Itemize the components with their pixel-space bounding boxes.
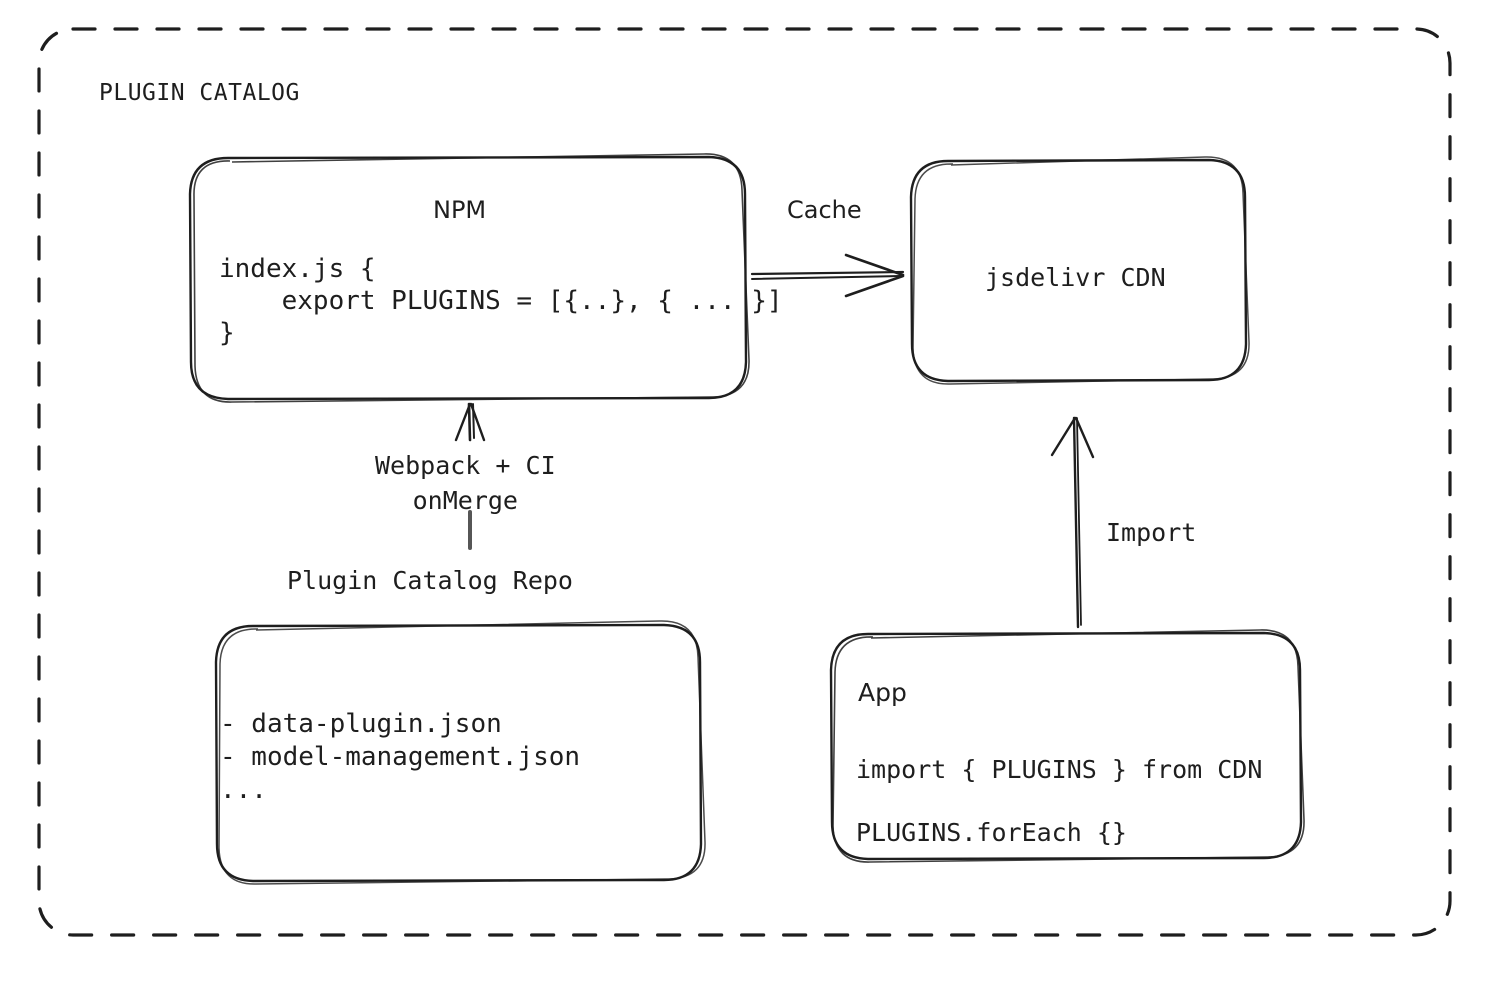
edge-build-label: Webpack + CI onMerge — [375, 451, 556, 515]
edge-cache-label: Cache — [787, 196, 862, 224]
node-app-code-line1: import { PLUGINS } from CDN — [856, 755, 1263, 784]
node-npm-shape[interactable] — [188, 153, 750, 403]
node-app-title: App — [858, 678, 907, 707]
edge-import-arrow — [1050, 416, 1095, 629]
edge-build-arrow — [454, 402, 486, 550]
node-app-code: import { PLUGINS } from CDN PLUGINS.forEa… — [856, 738, 1262, 864]
group-title: PLUGIN CATALOG — [99, 80, 300, 106]
node-app-code-line2: PLUGINS.forEach {} — [856, 818, 1127, 847]
edge-cache-arrow — [750, 253, 905, 298]
node-app-shape[interactable] — [829, 629, 1305, 863]
plugin-catalog-group-border — [37, 27, 1452, 937]
node-repo-file-list: - data-plugin.json - model-management.js… — [220, 709, 581, 805]
edge-import-label: Import — [1106, 518, 1197, 547]
node-cdn-shape[interactable] — [909, 156, 1250, 385]
node-npm-code: index.js { export PLUGINS = [{..}, { ...… — [219, 254, 783, 348]
node-npm-title: NPM — [433, 196, 487, 224]
node-cdn-title: jsdelivr CDN — [985, 263, 1166, 292]
node-repo-shape[interactable] — [214, 620, 706, 885]
node-repo-caption: Plugin Catalog Repo — [287, 566, 573, 595]
